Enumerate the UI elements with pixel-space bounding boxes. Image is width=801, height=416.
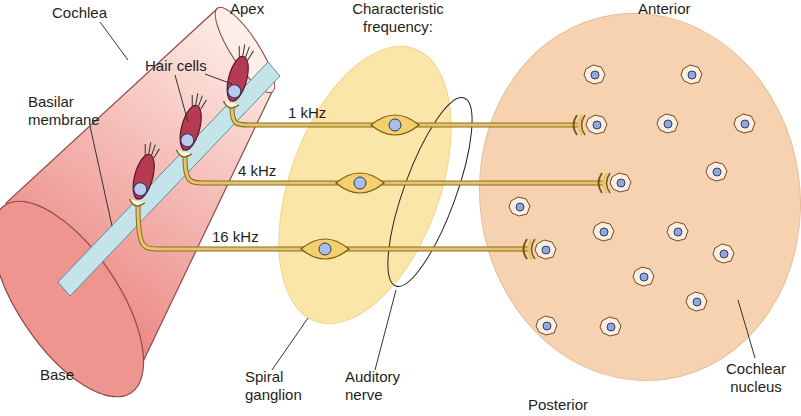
nucleus-neuron xyxy=(706,162,727,181)
hair-cell xyxy=(174,92,208,159)
nerve-fiber xyxy=(185,157,280,183)
part-label: Hair cells xyxy=(145,57,235,75)
nucleus-neuron xyxy=(713,244,734,263)
leader-line xyxy=(100,22,128,60)
fiber-casing xyxy=(478,123,580,128)
direction-label: Posterior xyxy=(528,396,618,414)
cochlea-base xyxy=(0,177,173,416)
part-label: Basilar membrane xyxy=(28,93,100,130)
node-label: Auditory nerve xyxy=(345,368,415,405)
fiber-casing xyxy=(280,123,478,128)
cochlea-shape: Cochlea xyxy=(0,0,280,400)
nucleus-neuron xyxy=(584,65,605,84)
nucleus-neuron xyxy=(610,173,631,192)
node-label: Spiral ganglion xyxy=(245,368,311,405)
nerve-shape: Auditory nerve xyxy=(340,90,475,410)
part-label: Apex xyxy=(230,0,290,18)
nucleus-neuron xyxy=(657,114,678,133)
node-outline xyxy=(0,0,280,400)
frequency-label: 4 kHz xyxy=(238,162,276,180)
nerve-outline xyxy=(371,89,488,295)
hair-cell xyxy=(127,141,161,208)
nerve-fiber xyxy=(280,124,478,127)
leader-line xyxy=(90,126,112,226)
fiber-casing xyxy=(280,181,478,186)
ganglion-cell xyxy=(336,173,384,193)
node-label: Cochlear nucleus xyxy=(718,360,794,397)
nerve-fiber xyxy=(280,182,478,185)
nucleus-neuron xyxy=(734,114,755,133)
fiber-casing xyxy=(185,157,280,183)
nucleus-neuron xyxy=(535,240,556,259)
nucleus-neuron xyxy=(586,115,607,134)
node-outline xyxy=(478,12,800,397)
fiber-casing xyxy=(280,247,478,252)
nucleus-neuron xyxy=(536,316,557,335)
nucleus-outline xyxy=(456,0,801,401)
nucleus-neuron xyxy=(633,267,654,286)
ganglion-cell xyxy=(371,115,419,135)
leader-line xyxy=(738,300,755,358)
nucleus-shape: Cochlear nucleus xyxy=(478,12,800,397)
synaptic-terminal xyxy=(599,173,611,193)
frequency-label: 1 kHz xyxy=(288,104,326,122)
leader-line xyxy=(375,290,396,370)
leader-line xyxy=(272,318,308,370)
node-outline xyxy=(240,40,460,410)
synaptic-terminal xyxy=(574,115,586,135)
nerve-fiber xyxy=(232,108,280,125)
nucleus-neuron xyxy=(681,65,702,84)
fiber-casing xyxy=(232,108,280,125)
nerve-fiber xyxy=(478,182,605,185)
node-label: Cochlea xyxy=(52,4,132,22)
ganglion-cell xyxy=(301,239,349,259)
nucleus-neuron xyxy=(686,292,707,311)
nucleus-neuron xyxy=(600,317,621,336)
fiber-casing xyxy=(138,206,280,249)
fiber-casing xyxy=(478,181,605,186)
frequency-label: 16 kHz xyxy=(212,228,259,246)
basilar-membrane xyxy=(58,62,280,296)
nucleus-neuron xyxy=(593,222,614,241)
fiber-casing xyxy=(478,247,530,252)
nucleus-neuron xyxy=(509,197,530,216)
nucleus-neuron xyxy=(667,222,688,241)
hair-cell xyxy=(221,43,255,110)
node-outline xyxy=(340,90,475,410)
nerve-fiber xyxy=(280,248,478,251)
ganglion-outline xyxy=(245,23,485,347)
synaptic-terminal xyxy=(524,239,536,259)
leader-line xyxy=(175,75,188,122)
part-label: Base xyxy=(40,366,100,384)
nerve-fiber xyxy=(138,206,280,249)
ganglion-shape: Spiral ganglion xyxy=(240,40,460,410)
nerve-fiber xyxy=(478,248,530,251)
axis-title: Characteristic frequency: xyxy=(342,0,454,37)
nerve-fiber xyxy=(478,124,580,127)
direction-label: Anterior xyxy=(638,0,718,18)
leader-line xyxy=(205,74,232,84)
